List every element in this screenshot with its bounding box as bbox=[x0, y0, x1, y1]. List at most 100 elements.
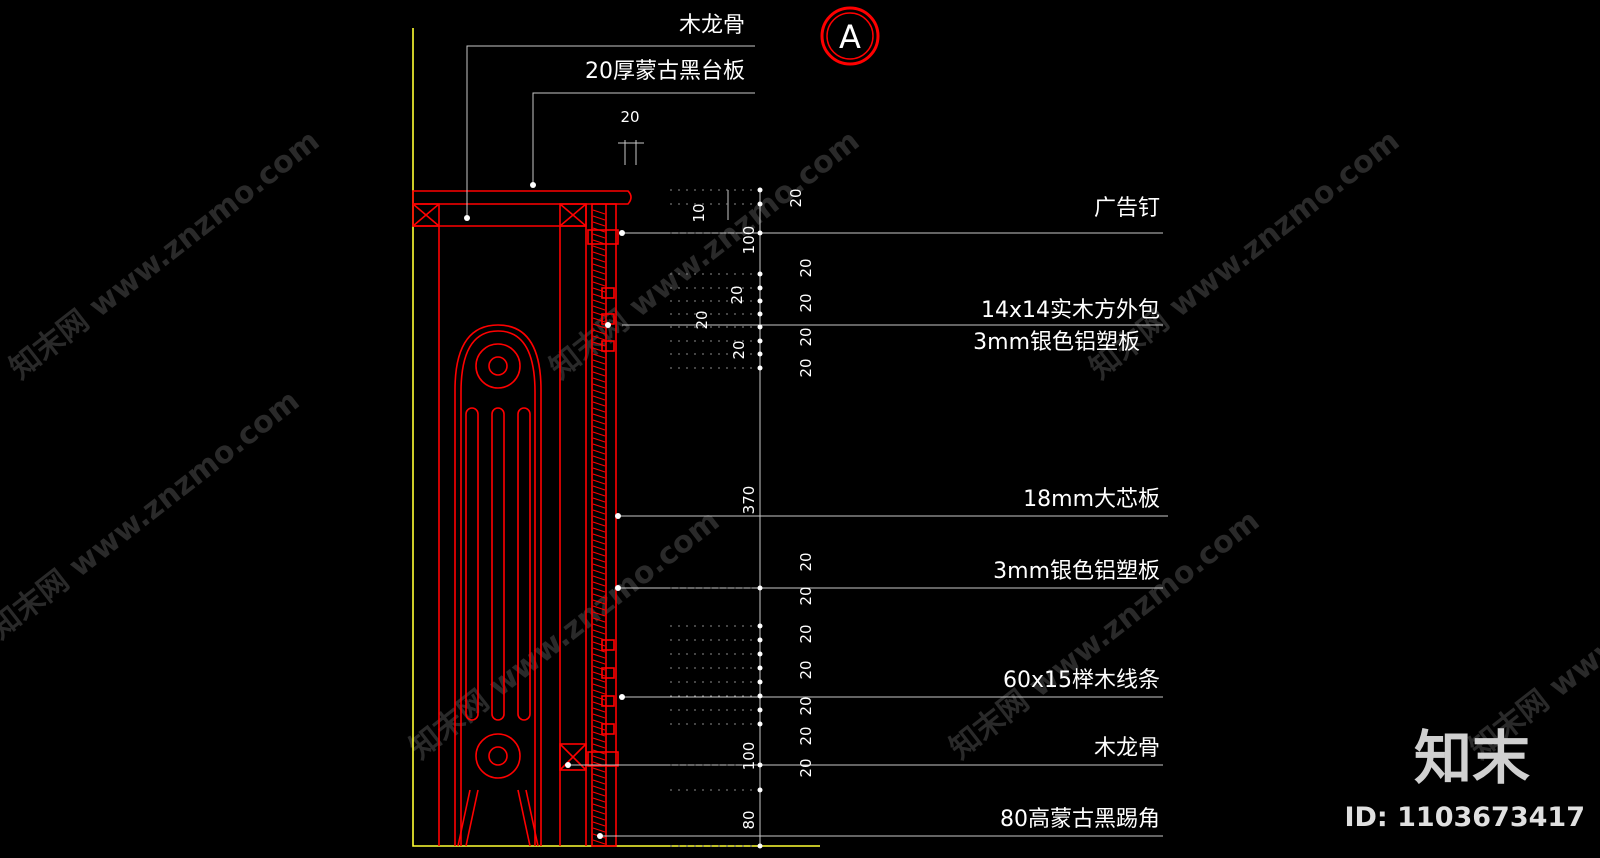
dim-tick-dot bbox=[757, 651, 763, 657]
image-id: ID: 1103673417 bbox=[1344, 802, 1585, 833]
joist-cross bbox=[559, 743, 587, 771]
fin bbox=[517, 407, 531, 721]
dim-label: 20 bbox=[797, 758, 815, 777]
dim-label: 20 bbox=[693, 310, 711, 329]
countertop-slab bbox=[412, 190, 632, 205]
dim-label: 370 bbox=[740, 486, 758, 515]
dim-tick-dot bbox=[757, 679, 763, 685]
dot bbox=[530, 182, 536, 188]
dim-label: 20 bbox=[797, 293, 815, 312]
label-countertop: 20厚蒙古黑台板 bbox=[585, 59, 745, 84]
wall-line bbox=[412, 28, 820, 847]
section-mark: A bbox=[820, 6, 880, 66]
dim-tick-dot bbox=[757, 693, 763, 699]
dim-tick-dot bbox=[757, 623, 763, 629]
label-core-board: 18mm大芯板 bbox=[1023, 487, 1160, 512]
dim-tick-dot bbox=[757, 351, 763, 357]
dim-label: 80 bbox=[740, 810, 758, 829]
section-mark-outer bbox=[820, 6, 880, 66]
dot bbox=[615, 513, 621, 519]
dim-tick-dot bbox=[757, 187, 763, 193]
dimensions bbox=[618, 140, 766, 849]
dim-label: 20 bbox=[797, 552, 815, 571]
joist-cross bbox=[412, 203, 440, 227]
dim-label: 20 bbox=[797, 358, 815, 377]
dot bbox=[619, 694, 625, 700]
dot bbox=[597, 833, 603, 839]
strip bbox=[601, 639, 615, 651]
strip bbox=[601, 667, 615, 679]
dim-label: 20 bbox=[787, 188, 805, 207]
radiator-cap-top bbox=[475, 343, 521, 389]
radiator-cap-bottom-inner bbox=[488, 746, 508, 766]
dim-label: 100 bbox=[740, 742, 758, 771]
label-panel: 3mm银色铝塑板 bbox=[993, 559, 1160, 584]
radiator-body bbox=[454, 324, 542, 846]
front-panel-outer bbox=[591, 203, 617, 847]
dim-label: 100 bbox=[740, 226, 758, 255]
fin bbox=[465, 407, 479, 721]
dim-label: 20 bbox=[797, 258, 815, 277]
dim-tick-dot bbox=[757, 324, 763, 330]
leader-countertop bbox=[532, 92, 755, 185]
dim-tick-dot bbox=[757, 271, 763, 277]
wood-strips bbox=[559, 229, 619, 771]
dim-top-width: 20 bbox=[620, 108, 639, 126]
leader-dots bbox=[464, 182, 625, 839]
dim-label: 20 bbox=[797, 586, 815, 605]
label-nail: 广告钉 bbox=[1094, 196, 1160, 221]
label-wood-strip-2: 3mm银色铝塑板 bbox=[973, 330, 1140, 355]
dim-tick-dot bbox=[757, 585, 763, 591]
dot bbox=[565, 762, 571, 768]
bottom-block bbox=[587, 751, 619, 767]
dim-labels: 20 10 100 20 20 20 20 20 20 20 370 20 20… bbox=[690, 188, 815, 829]
strip bbox=[601, 695, 615, 707]
dim-tick-dot bbox=[757, 230, 763, 236]
section-mark-inner bbox=[826, 12, 874, 60]
dim-label: 20 bbox=[797, 327, 815, 346]
dim-tick-dot bbox=[757, 762, 763, 768]
label-skirting: 80高蒙古黑踢角 bbox=[1000, 807, 1160, 832]
label-top-joist: 木龙骨 bbox=[679, 13, 745, 38]
dim-label: 20 bbox=[797, 696, 815, 715]
label-wood-strip-1: 14x14实木方外包 bbox=[981, 298, 1160, 323]
radiator bbox=[454, 324, 542, 847]
dim-tick-dot bbox=[757, 637, 763, 643]
fin bbox=[491, 407, 505, 721]
section-mark-letter: A bbox=[839, 18, 861, 56]
label-bottom-joist: 木龙骨 bbox=[1094, 736, 1160, 761]
dim-ticks bbox=[670, 187, 766, 849]
panel-hatch bbox=[592, 209, 606, 845]
strip bbox=[601, 287, 615, 299]
strip bbox=[601, 340, 615, 352]
radiator-body-inner bbox=[460, 330, 536, 846]
strip bbox=[601, 723, 615, 735]
watermark-text: 知末网 www.znzmo.com bbox=[403, 503, 726, 766]
dim-tick-dot bbox=[757, 665, 763, 671]
dim-tick-dot bbox=[757, 707, 763, 713]
bottom-joist bbox=[559, 743, 587, 771]
right-leaders bbox=[568, 232, 1168, 837]
dim-tick-dot bbox=[757, 787, 763, 793]
dim-label: 20 bbox=[728, 285, 746, 304]
leader-top-joist bbox=[466, 45, 755, 218]
logo-watermark: 知末 bbox=[1414, 724, 1530, 792]
dim-label: 10 bbox=[690, 203, 708, 222]
dot bbox=[464, 215, 470, 221]
dim-label: 20 bbox=[797, 660, 815, 679]
dot bbox=[605, 322, 611, 328]
dim-label: 20 bbox=[797, 726, 815, 745]
radiator-legs bbox=[457, 789, 539, 847]
watermark-text: 知末网 www.znzmo.com bbox=[3, 123, 326, 386]
dim-tick-dot bbox=[757, 311, 763, 317]
dim-tick-dot bbox=[757, 365, 763, 371]
dim-tick-dot bbox=[757, 721, 763, 727]
radiator-cap-top-inner bbox=[488, 356, 508, 376]
watermark-text: 知末网 www.znzmo.com bbox=[943, 503, 1266, 766]
dim-tick-dot bbox=[757, 298, 763, 304]
dot bbox=[619, 230, 625, 236]
dim-tick-dot bbox=[757, 285, 763, 291]
dim-label: 20 bbox=[730, 340, 748, 359]
